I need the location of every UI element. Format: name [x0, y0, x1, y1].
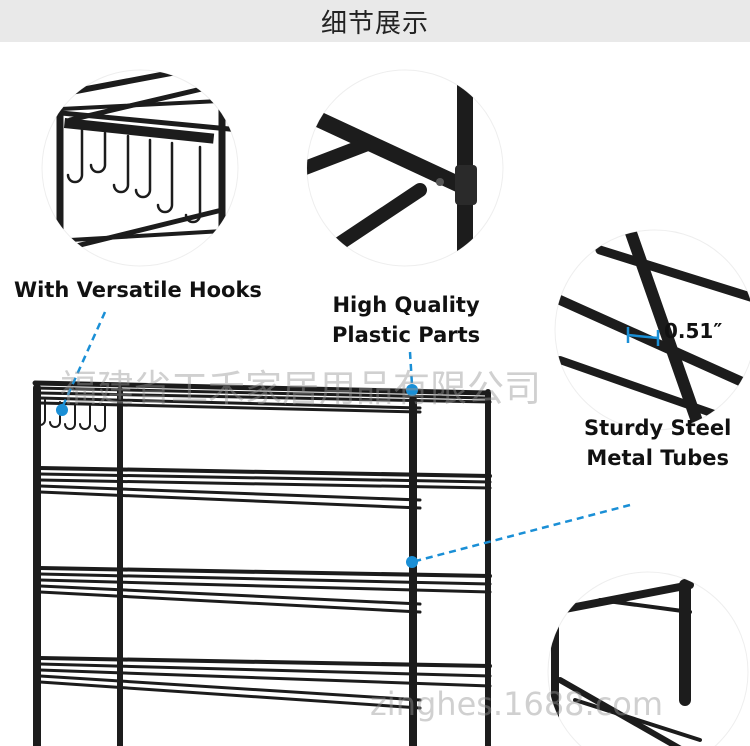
- hooks-label: With Versatile Hooks: [14, 278, 262, 302]
- steel-marker-dot: [406, 556, 418, 568]
- hooks-marker-dot: [56, 404, 68, 416]
- callout-lines: [60, 311, 631, 564]
- dimension-arrow: [627, 333, 659, 340]
- tube-diameter-detail-circle: [554, 229, 750, 431]
- hooks-detail-circle: [41, 69, 239, 267]
- header-bar: 细节展示: [0, 0, 750, 42]
- dimension-label: 0.51″: [664, 319, 723, 343]
- shoe-rack: [32, 380, 492, 746]
- corner-detail-circle: [547, 571, 749, 746]
- plastic-joint-detail-circle: [306, 69, 504, 267]
- plastic-label: High Quality Plastic Parts: [332, 293, 481, 347]
- plastic-marker-dot: [406, 384, 418, 396]
- header-title: 细节展示: [320, 8, 429, 39]
- steel-label: Sturdy Steel Metal Tubes: [584, 416, 732, 470]
